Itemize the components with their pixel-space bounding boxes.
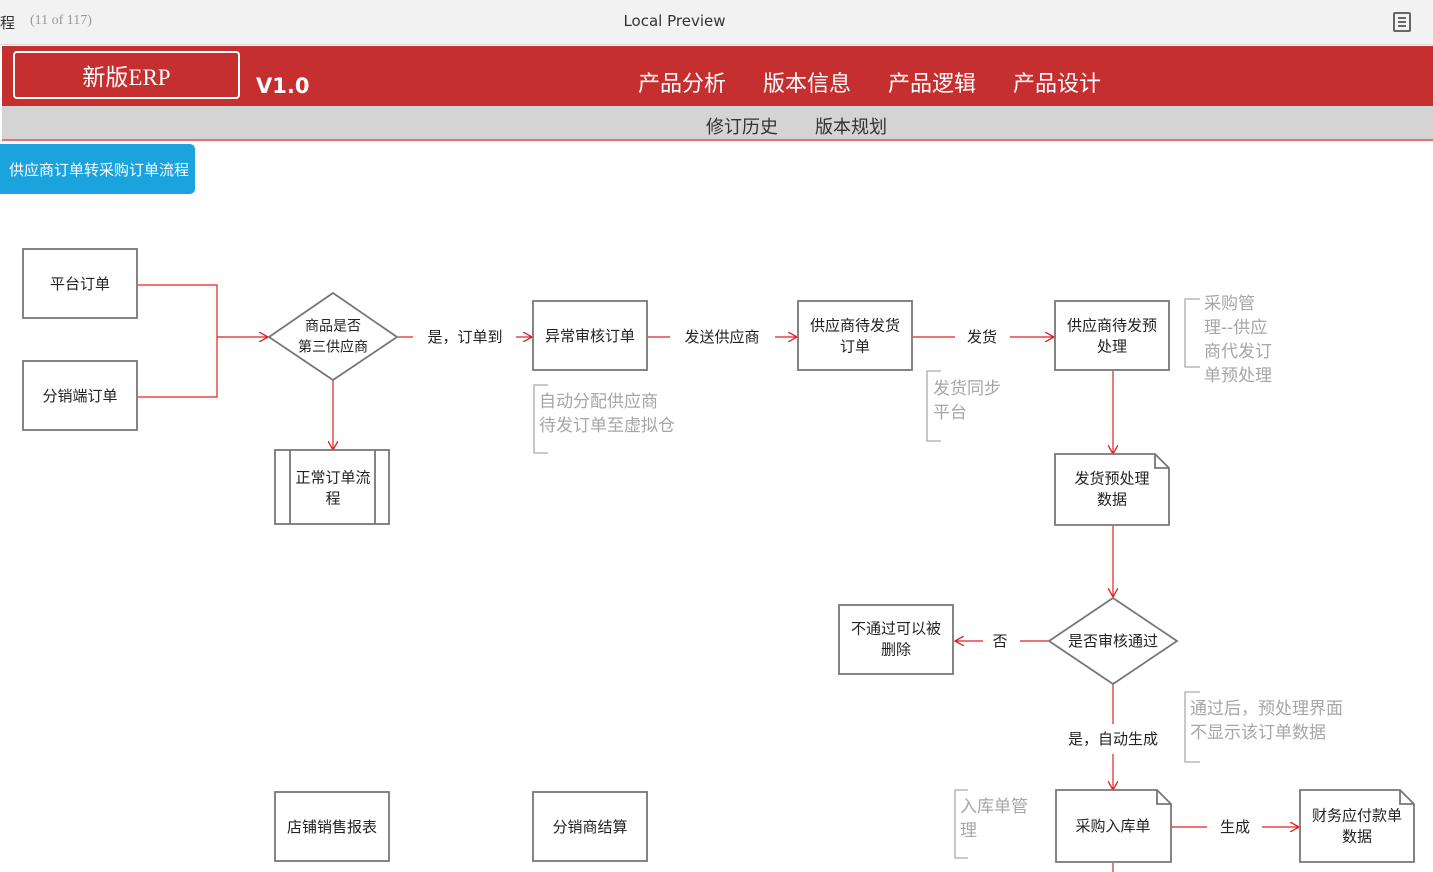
edge-label-yes-auto-generate: 是，自动生成 [1068,730,1158,748]
bracket-after-pass [1184,691,1200,763]
node-payable-data-fold [1399,790,1414,805]
label-supplier-preprocess: 供应商待发预处理 [1067,317,1157,356]
document-menu-icon[interactable] [1393,12,1411,32]
edge-labels: 是，订单到 发送供应商 发货 否 是，自动生成 生成 [427,328,1250,836]
label-supplier-pending-order: 供应商待发货订单 [810,317,900,356]
note-receipt-mgmt: 入库单管理 [960,797,1028,841]
node-labels: 平台订单 分销端订单 商品是否第三供应商 正常订单流程 异常审核订单 供应商待发… [42,275,1402,846]
edge-platform-to-merge [138,284,218,337]
nav-product-design[interactable]: 产品设计 [1013,72,1102,97]
edge-label-send-supplier: 发送供应商 [684,328,759,346]
edge-label-no: 否 [992,632,1007,650]
nav-version-info[interactable]: 版本信息 [763,72,852,97]
bracket-purchase-mgmt [1184,298,1200,368]
bracket-auto-assign [533,384,548,454]
edge-distributor-to-merge [138,337,218,398]
page-breadcrumb[interactable]: 程 [0,14,16,32]
label-distributor-settlement: 分销商结算 [552,818,627,836]
connectors [138,284,1299,872]
annotation-notes: 自动分配供应商待发订单至虚拟仓 发货同步平台 采购管理--供应商代发订单预处理 … [539,294,1343,841]
edge-label-generate: 生成 [1220,818,1250,836]
node-exception-review[interactable] [532,300,648,371]
edge-label-ship: 发货 [967,328,997,346]
node-distributor-settlement[interactable] [532,791,648,862]
node-preprocess-data-fold [1154,454,1169,469]
title-bar: 程 (11 of 117) Local Preview [0,0,1433,45]
node-deletable[interactable] [838,604,954,675]
node-shapes [22,248,1415,863]
label-purchase-receipt: 采购入库单 [1075,817,1150,835]
node-preprocess-data[interactable] [1054,453,1170,526]
node-payable-data[interactable] [1299,789,1415,863]
node-distributor-order[interactable] [22,360,138,431]
version-label: V1.0 [256,74,310,98]
label-normal-flow: 正常订单流程 [295,469,370,508]
nav-product-analysis[interactable]: 产品分析 [638,72,727,97]
label-platform-order: 平台订单 [50,275,110,293]
page-counter: (11 of 117) [30,13,92,28]
label-distributor-order: 分销端订单 [42,387,117,405]
note-ship-sync: 发货同步平台 [933,379,1001,423]
node-platform-order[interactable] [22,248,138,319]
node-decision-third-party[interactable] [267,291,399,382]
label-deletable: 不通过可以被删除 [851,620,941,659]
bracket-ship-sync [926,370,941,442]
bracket-receipt-mgmt [954,789,968,859]
subnav-version-plan[interactable]: 版本规划 [815,117,887,138]
label-decision-third-party: 商品是否第三供应商 [298,319,368,356]
label-payable-data: 财务应付款单数据 [1312,807,1402,846]
logo-button[interactable]: 新版ERP [13,51,240,99]
label-preprocess-data: 发货预处理数据 [1074,470,1149,509]
node-purchase-receipt[interactable] [1055,789,1172,863]
node-decision-review[interactable] [1047,596,1179,686]
node-supplier-preprocess[interactable] [1054,300,1170,371]
nav-product-logic[interactable]: 产品逻辑 [888,72,977,97]
subnav-revision-history[interactable]: 修订历史 [706,117,778,138]
note-brackets [533,298,1200,859]
node-purchase-receipt-fold [1156,790,1171,805]
note-after-pass: 通过后，预处理界面不显示该订单数据 [1190,699,1343,743]
note-purchase-mgmt: 采购管理--供应商代发订单预处理 [1204,294,1272,386]
subnav-bar [2,106,1433,141]
label-exception-review: 异常审核订单 [545,327,635,345]
label-store-sales-report: 店铺销售报表 [287,818,377,836]
label-decision-review: 是否审核通过 [1068,632,1158,650]
node-supplier-pending-order[interactable] [797,300,913,371]
node-store-sales-report[interactable] [274,791,390,862]
preview-title: Local Preview [623,12,726,30]
page-tag: 供应商订单转采购订单流程 [0,144,195,194]
edge-label-yes-order-to: 是，订单到 [427,328,502,346]
note-auto-assign: 自动分配供应商待发订单至虚拟仓 [539,392,675,436]
node-normal-flow[interactable] [274,449,390,525]
header-bar [2,46,1433,106]
